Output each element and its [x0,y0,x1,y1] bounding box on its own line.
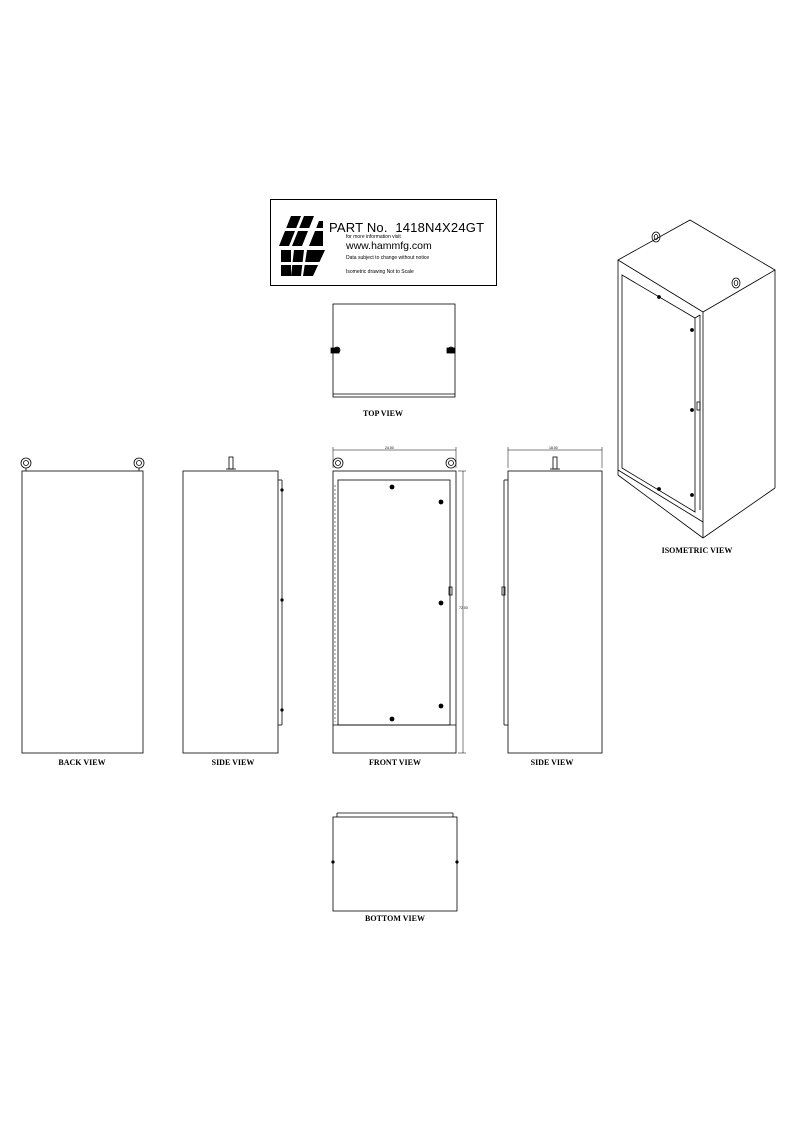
part-label: PART No. [329,220,388,235]
front-height-value: 72.00 [459,606,468,610]
hammond-logo-icon [279,216,325,276]
back-view-drawing [20,457,145,754]
side-view-right-drawing [501,447,603,754]
top-view-label: TOP VIEW [363,409,403,418]
top-eyebolt-right-icon [446,346,456,354]
top-eyebolt-left-icon [330,346,341,354]
back-eyebolt-right-icon [133,457,145,471]
side-left-eyebolt-icon [226,456,236,470]
side-depth-dimension [507,447,603,468]
website-link[interactable]: www.hammfg.com [346,240,432,252]
front-height-dimension [458,470,466,754]
scale-note: Isometric drawing Not to Scale [346,269,414,275]
part-number-line: PART No. 1418N4X24GT [329,220,484,235]
front-eyebolt-left-icon [332,457,344,469]
side-depth-value: 18.00 [549,446,558,450]
front-width-value: 24.00 [385,446,394,450]
front-view-drawing [332,447,466,754]
side-right-eyebolt-icon [550,456,560,470]
info-line: for more information visit [346,234,401,240]
back-eyebolt-left-icon [20,457,32,471]
front-eyebolt-right-icon [445,457,457,469]
top-view-drawing [330,303,456,398]
isometric-view-drawing [617,219,776,539]
part-number: 1418N4X24GT [395,220,485,235]
side-view-left-drawing [182,456,284,754]
iso-handle-icon [696,401,701,411]
isometric-view-label: ISOMETRIC VIEW [661,546,733,555]
bottom-view-drawing [331,812,459,912]
notice-text: Data subject to change without notice [346,255,430,261]
iso-eyebolt-front-icon [731,277,741,289]
front-width-dimension [332,447,457,468]
front-handle-icon [448,586,453,596]
side-view-left-label: SIDE VIEW [211,758,255,767]
title-block: PART No. 1418N4X24GT for more informatio… [270,199,497,286]
bottom-view-label: BOTTOM VIEW [365,914,425,923]
iso-eyebolt-back-icon [651,231,661,243]
front-view-label: FRONT VIEW [369,758,421,767]
side-view-right-label: SIDE VIEW [530,758,574,767]
back-view-label: BACK VIEW [58,758,106,767]
